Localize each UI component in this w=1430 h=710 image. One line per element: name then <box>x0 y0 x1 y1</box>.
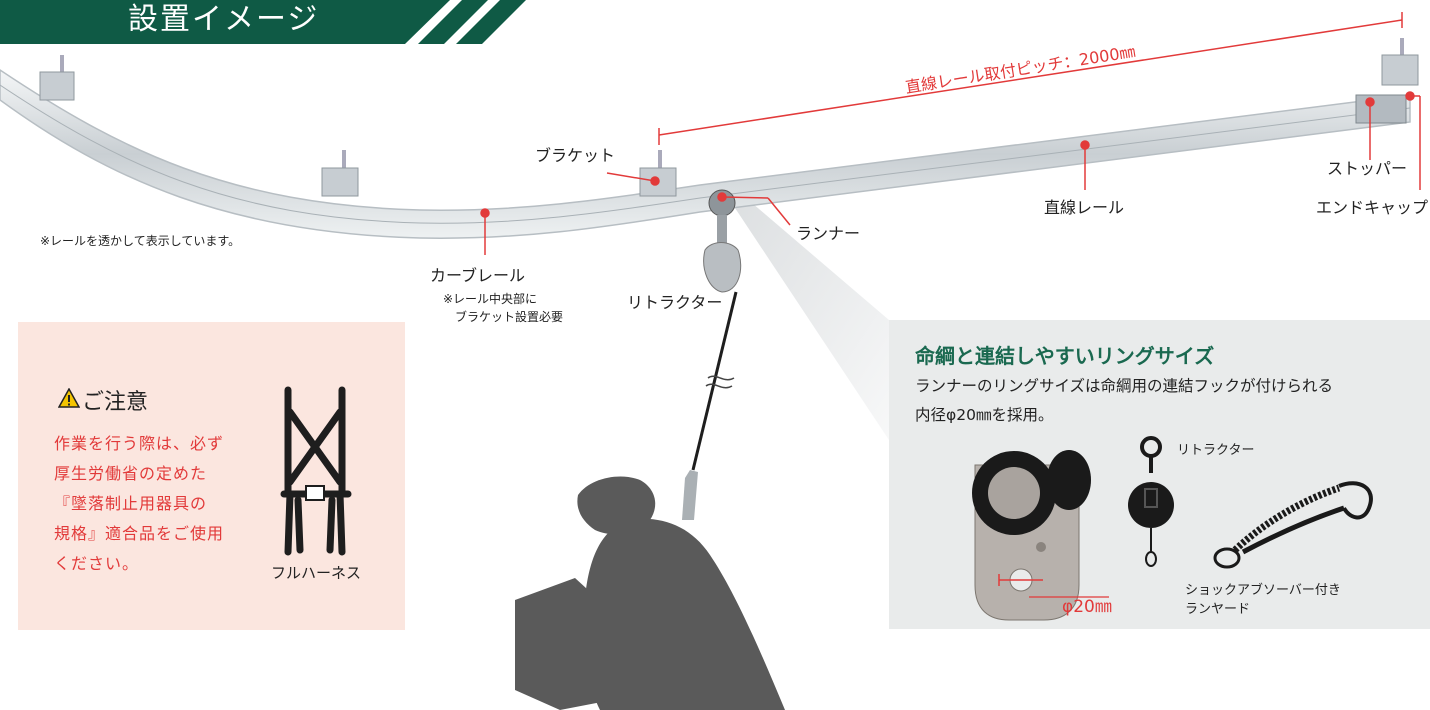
harness-label: フルハーネス <box>271 564 362 582</box>
lanyard-label-2: ランヤード <box>1185 602 1251 617</box>
stopper-label: ストッパー <box>1327 159 1408 178</box>
caution-line: 厚生労働省の定めた <box>54 464 208 483</box>
caution-text: 作業を行う際は、必ず 厚生労働省の定めた 『墜落制止用器具の 規格』適合品をご使… <box>54 429 264 579</box>
caution-line: 規格』適合品をご使用 <box>54 524 225 543</box>
runner-assembly <box>682 189 742 520</box>
transparent-note: ※レールを透かして表示しています。 <box>40 234 241 248</box>
bracket-2 <box>321 150 359 197</box>
info-text: ランナーのリングサイズは命綱用の連結フックが付けられる 内径φ20㎜を採用。 <box>915 372 1425 430</box>
caution-title: ご注意 <box>82 390 149 415</box>
rail <box>0 69 1411 239</box>
retractor-label: リトラクター <box>627 293 723 312</box>
runner-label: ランナー <box>796 224 861 243</box>
straight-rail-label: 直線レール <box>1044 198 1125 217</box>
caution-line: 『墜落制止用器具の <box>54 494 208 513</box>
harness-icon <box>280 386 352 556</box>
bracket-1 <box>39 55 75 101</box>
retractor-image <box>1128 436 1174 567</box>
bracket-3 <box>639 150 677 197</box>
info-box: 命綱と連結しやすいリングサイズ ランナーのリングサイズは命綱用の連結フックが付け… <box>889 320 1430 629</box>
header: 設置イメージ <box>0 0 470 44</box>
callouts <box>480 91 1421 255</box>
info-text-line: 内径φ20㎜を採用。 <box>915 406 1054 424</box>
bracket-note-1: ※レール中央部に <box>443 292 538 306</box>
warning-icon <box>58 388 80 408</box>
pitch-dimension <box>658 12 1403 145</box>
bracket-note-2: ブラケット設置必要 <box>455 310 564 324</box>
caution-line: 作業を行う際は、必ず <box>54 434 225 453</box>
zoom-beam <box>733 203 889 440</box>
runner-closeup-image <box>972 450 1109 621</box>
lanyard-label-1: ショックアブソーバー付き <box>1185 583 1341 598</box>
caution-line: ください。 <box>54 554 140 573</box>
page-title: 設置イメージ <box>128 2 320 37</box>
worker-silhouette <box>515 476 785 710</box>
lanyard-image <box>1213 481 1373 569</box>
retractor-info-label: リトラクター <box>1177 443 1255 458</box>
info-title: 命綱と連結しやすいリングサイズ <box>915 344 1215 368</box>
curve-rail-label: カーブレール <box>430 266 526 285</box>
caution-box: ご注意 作業を行う際は、必ず 厚生労働省の定めた 『墜落制止用器具の 規格』適合… <box>18 322 405 630</box>
bracket-label: ブラケット <box>535 146 616 165</box>
end-cap-label: エンドキャップ <box>1316 198 1429 217</box>
bracket-end <box>1355 38 1419 124</box>
header-banner <box>0 0 526 44</box>
info-text-line: ランナーのリングサイズは命綱用の連結フックが付けられる <box>915 377 1334 395</box>
ring-size-label: φ20㎜ <box>1062 597 1112 617</box>
